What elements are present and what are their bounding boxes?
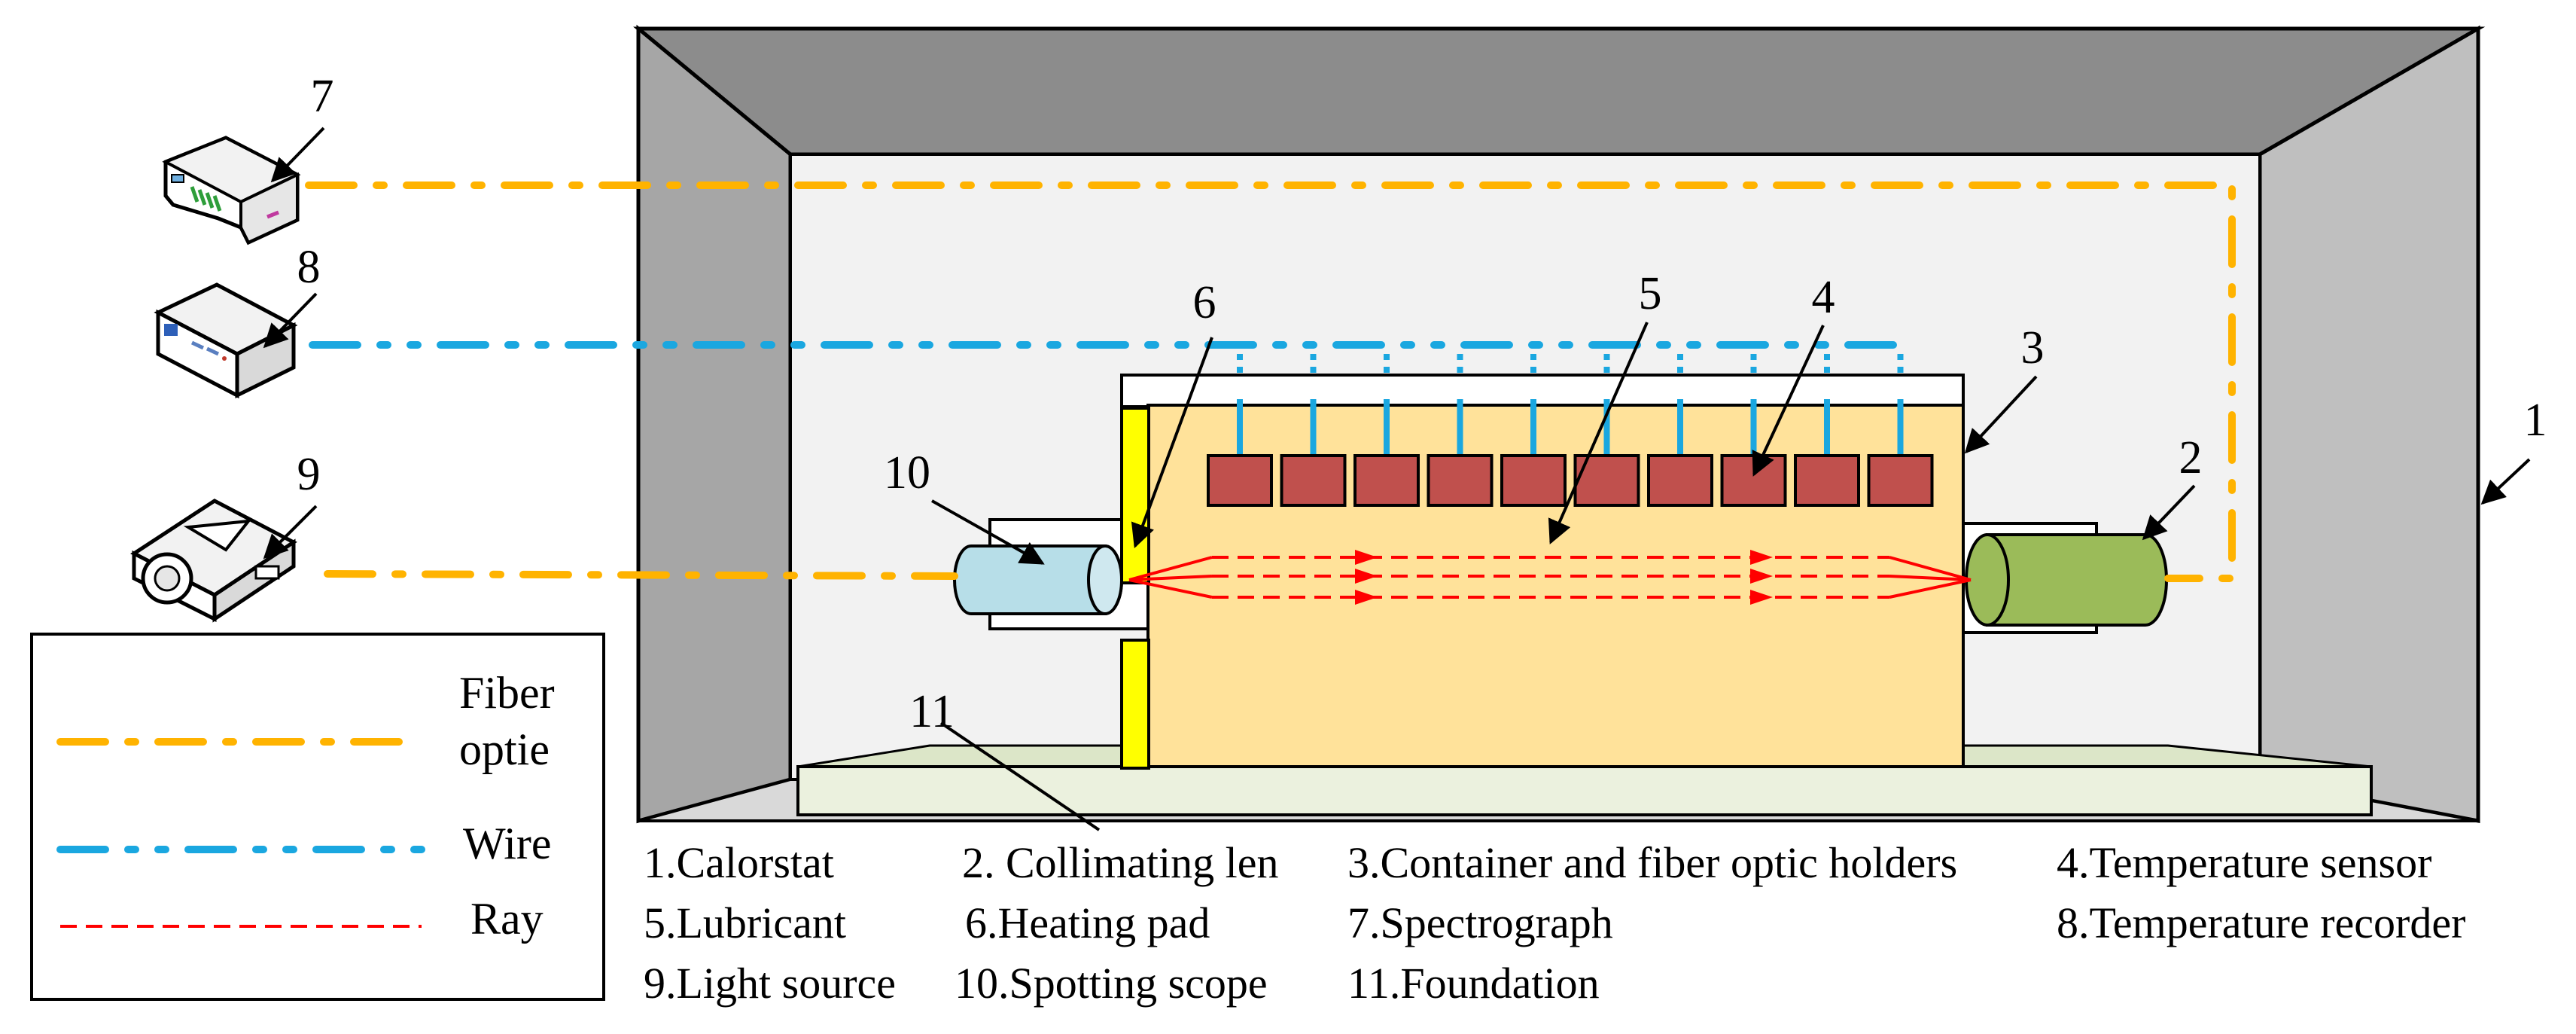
leader-2 <box>2142 484 2196 541</box>
temperature-sensor <box>1500 454 1567 507</box>
ray-arrowhead <box>1750 590 1773 605</box>
temperature-sensor <box>1647 454 1713 507</box>
leader-9 <box>263 505 318 560</box>
chamber-left-wall <box>636 24 793 824</box>
caption-foundation: 11.Foundation <box>1347 959 1600 1008</box>
legend-fiber-label-line2: optie <box>459 724 550 774</box>
ray-arrowhead <box>1355 590 1378 605</box>
scope-front-face <box>1087 544 1123 615</box>
chamber-top-wall <box>633 26 2486 157</box>
temperature-sensor <box>1207 454 1273 507</box>
legend-box <box>30 633 605 1001</box>
caption-temperature-sensor: 4.Temperature sensor <box>2057 838 2431 887</box>
fiber-spectrograph-to-collimator <box>305 181 2236 582</box>
callout-11: 11 <box>909 686 955 737</box>
temperature-sensor <box>1720 454 1787 507</box>
caption-calorstat: 1.Calorstat <box>644 838 834 887</box>
legend-wire-label: Wire <box>463 819 552 868</box>
caption-spectrograph: 7.Spectrograph <box>1347 898 1613 947</box>
caption-container: 3.Container and fiber optic holders <box>1347 838 1957 887</box>
temperature-sensor <box>1573 454 1640 507</box>
legend-ray-label: Ray <box>470 894 544 944</box>
spotting-scope <box>953 544 1123 615</box>
caption-spotting-scope: 10.Spotting scope <box>955 959 1268 1008</box>
fiber-light-source-to-scope <box>324 570 958 580</box>
leader-lines <box>263 127 2531 831</box>
ray-converge-left <box>1128 556 1213 599</box>
callout-4: 4 <box>1812 272 1835 323</box>
heating-pad-lower <box>1120 639 1150 770</box>
wire-drops <box>1237 354 1904 374</box>
spectrograph-icon <box>162 136 301 246</box>
leader-7 <box>270 127 325 183</box>
callout-7: 7 <box>311 71 334 122</box>
leader-4 <box>1752 325 1825 477</box>
heating-pad-upper <box>1120 407 1150 584</box>
leader-1 <box>2480 458 2531 505</box>
leader-10 <box>931 499 1045 565</box>
callout-5: 5 <box>1639 268 1662 319</box>
leader-6 <box>1131 337 1213 549</box>
chamber-right-wall <box>2258 25 2480 824</box>
leader-5 <box>1548 322 1649 544</box>
fiber-optic-routes <box>305 181 2236 582</box>
leader-3 <box>1964 375 2038 454</box>
temperature-recorder-icon <box>154 282 298 399</box>
leader-8 <box>263 292 318 349</box>
leader-11 <box>939 721 1101 831</box>
callout-10: 10 <box>884 447 930 499</box>
ray-converge-right <box>1889 556 1972 599</box>
container-lid <box>1120 374 1965 408</box>
callout-numbers: 1 2 3 4 5 6 7 8 9 10 11 <box>297 71 2547 737</box>
legend: Fiber optie Wire Ray <box>30 633 605 1001</box>
temperature-sensor <box>1353 454 1420 507</box>
callout-1: 1 <box>2524 395 2547 446</box>
collimator-face <box>1965 533 2010 627</box>
ray-arrowhead <box>1750 569 1773 584</box>
caption-list: 1.Calorstat 2. Collimating len 3.Contain… <box>644 838 2465 1008</box>
ray-arrowhead <box>1355 550 1378 565</box>
temperature-sensor <box>1867 454 1934 507</box>
temperature-sensor <box>1427 454 1494 507</box>
temperature-sensor <box>1280 454 1347 507</box>
caption-temperature-recorder: 8.Temperature recorder <box>2057 898 2465 947</box>
caption-lubricant: 5.Lubricant <box>644 898 846 947</box>
callout-6: 6 <box>1193 277 1216 328</box>
ray-arrowhead <box>1750 550 1773 565</box>
collimator-body <box>1986 533 2168 627</box>
callout-9: 9 <box>297 449 321 500</box>
caption-light-source: 9.Light source <box>644 959 896 1008</box>
caption-collimating-len: 2. Collimating len <box>962 838 1278 887</box>
temperature-sensor <box>1794 454 1860 507</box>
collimating-lens <box>1965 533 2168 627</box>
caption-heating-pad: 6.Heating pad <box>965 898 1210 947</box>
callout-2: 2 <box>2179 432 2203 483</box>
callout-8: 8 <box>297 242 321 293</box>
ray-arrowhead <box>1355 569 1378 584</box>
legend-fiber-label-line1: Fiber <box>459 668 555 718</box>
light-source-icon <box>130 499 297 623</box>
foundation-slab <box>796 765 2373 816</box>
light-rays <box>1128 550 1972 605</box>
callout-3: 3 <box>2021 322 2045 374</box>
